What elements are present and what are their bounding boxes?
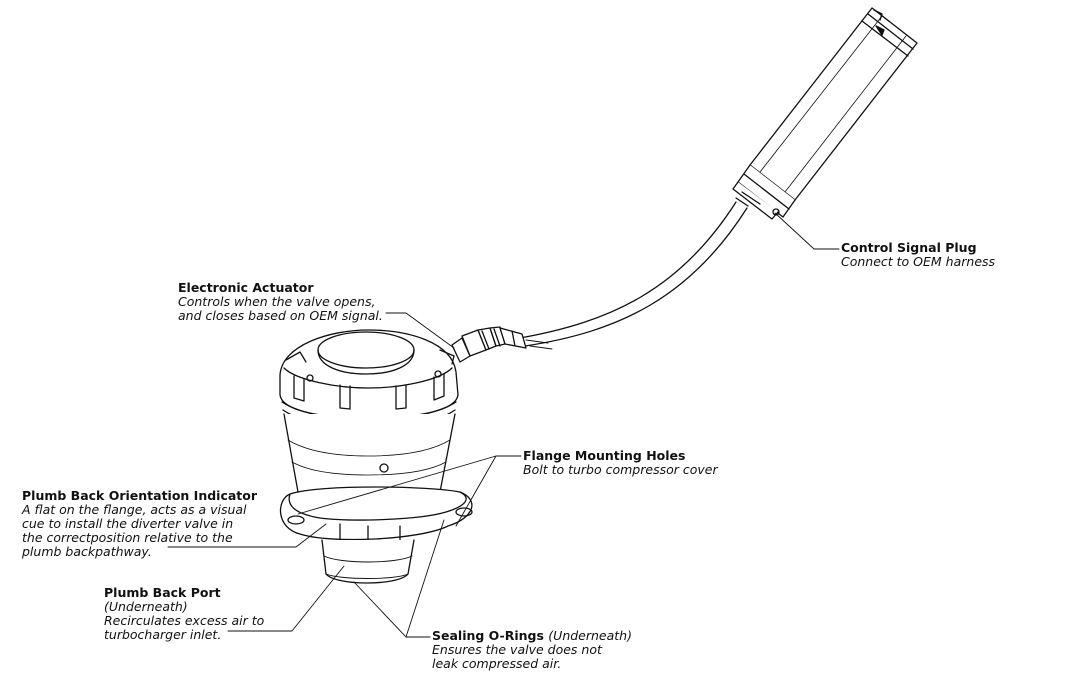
callout-electronic-actuator: Electronic Actuator Controls when the va… <box>178 281 383 323</box>
leader-sealing-orings <box>353 581 431 638</box>
control-signal-plug <box>732 7 918 220</box>
callout-line: cue to install the diverter valve in <box>22 516 234 531</box>
leader-lines <box>167 212 840 638</box>
callout-line: turbocharger inlet. <box>104 627 222 642</box>
signal-cable <box>519 201 748 347</box>
callout-control-signal-plug: Control Signal Plug Connect to OEM harne… <box>841 241 995 269</box>
callout-line: Bolt to turbo compressor cover <box>523 462 718 477</box>
callout-title: Plumb Back Port <box>104 585 221 600</box>
callout-line: (Underneath) <box>104 599 188 614</box>
callout-title: Control Signal Plug <box>841 240 977 255</box>
leader-flange-mounting-holes-2 <box>297 455 497 515</box>
plumb-back-port <box>321 539 415 584</box>
callout-title: Plumb Back Orientation Indicator <box>22 488 258 503</box>
leader-plumb-back-port <box>227 565 345 632</box>
callout-plumb-back-orientation: Plumb Back Orientation Indicator A flat … <box>22 489 257 559</box>
leader-sealing-orings-2 <box>405 519 445 638</box>
leader-electronic-actuator <box>385 312 455 349</box>
valve-body <box>283 413 456 493</box>
callout-title-row: Sealing O-Rings (Underneath) <box>432 629 632 643</box>
callout-line: and closes based on OEM signal. <box>178 308 383 323</box>
leader-plumb-back-orientation <box>167 523 327 548</box>
callout-title: Sealing O-Rings <box>432 628 544 643</box>
callout-sealing-orings: Sealing O-Rings (Underneath) Ensures the… <box>432 629 632 671</box>
callout-flange-mounting-holes: Flange Mounting Holes Bolt to turbo comp… <box>523 449 718 477</box>
callout-line: Connect to OEM harness <box>841 254 996 269</box>
flange <box>279 486 473 545</box>
electronic-actuator <box>279 329 459 429</box>
callout-line: leak compressed air. <box>432 656 562 671</box>
callout-title-note: (Underneath) <box>548 628 632 643</box>
callout-title: Electronic Actuator <box>178 280 314 295</box>
callout-line: the correctposition relative to the <box>22 530 233 545</box>
callout-line: plumb backpathway. <box>22 544 152 559</box>
cable-gland <box>451 326 553 363</box>
callout-plumb-back-port: Plumb Back Port (Underneath) Recirculate… <box>104 586 264 642</box>
callout-title: Flange Mounting Holes <box>523 448 686 463</box>
callout-line: Recirculates excess air to <box>104 613 265 628</box>
callout-line: Controls when the valve opens, <box>178 294 376 309</box>
leader-control-signal-plug <box>774 212 840 250</box>
callout-line: Ensures the valve does not <box>432 642 602 657</box>
callout-line: A flat on the flange, acts as a visual <box>22 502 247 517</box>
